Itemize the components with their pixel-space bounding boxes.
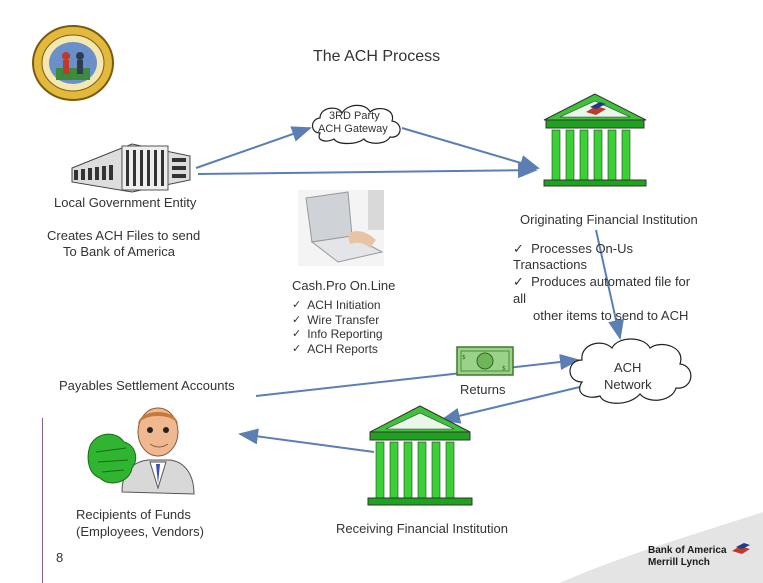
check-icon: ✓	[292, 313, 302, 326]
arrow-gov-to-gateway	[195, 126, 312, 169]
brand-line1: Bank of America	[648, 545, 727, 556]
originating-bullet2-line3: other items to send to ACH	[533, 308, 689, 323]
cashpro-label: Cash.Pro On.Line	[292, 278, 396, 293]
gateway-label-line2: ACH Gateway	[318, 123, 388, 135]
originating-bullet2-line1: ✓ Produces automated file for	[513, 274, 691, 289]
bank-of-america-logo: Bank of America Merrill Lynch	[648, 545, 727, 569]
returns-label: Returns	[460, 382, 506, 397]
ach-network-line1: ACH	[614, 360, 642, 375]
gateway-label-line1: 3RD Party	[329, 110, 380, 122]
originating-bullet2-line2: all	[513, 291, 527, 306]
laptop-icon	[298, 190, 384, 266]
originating-bullet1-line2: Transactions	[513, 257, 587, 272]
originating-bullet1-line1: ✓ Processes On-Us	[513, 241, 634, 256]
recipients-line1: Recipients of Funds	[76, 507, 191, 522]
svg-text:$: $	[502, 365, 506, 372]
local-gov-desc-line2: To Bank of America	[63, 244, 175, 259]
page-title: The ACH Process	[313, 48, 441, 65]
cashpro-feature-item: ✓ACH Initiation	[292, 298, 381, 312]
arrow-bank-to-ach	[595, 229, 624, 340]
svg-text:$: $	[462, 354, 466, 361]
local-gov-desc-line1: Creates ACH Files to send	[47, 228, 201, 243]
cashpro-feature-item: ✓Wire Transfer	[292, 312, 380, 327]
arrow-ach-to-receiving	[440, 385, 585, 424]
originating-bank-icon	[543, 93, 647, 187]
arrow-gateway-to-bank	[401, 127, 540, 171]
recipients-line2: (Employees, Vendors)	[76, 524, 204, 539]
check-icon: ✓	[513, 274, 524, 289]
arrow-receiving-to-payables	[238, 428, 375, 453]
ach-network-line2: Network	[604, 377, 652, 392]
brand-line2: Merrill Lynch	[648, 557, 710, 568]
left-rule	[42, 418, 43, 583]
check-icon: ✓	[513, 241, 524, 256]
government-building-icon	[71, 143, 191, 193]
gateway-cloud	[311, 104, 401, 145]
money-bill-icon: $ $	[456, 346, 514, 376]
ach-network-cloud	[569, 338, 692, 404]
recipient-cartoon-icon	[87, 407, 195, 495]
check-icon: ✓	[292, 328, 302, 340]
bottom-swoosh	[560, 512, 763, 583]
page-number: 8	[56, 550, 64, 565]
cashpro-features: ✓ACH Initiation ✓Wire Transfer ✓Info Rep…	[292, 298, 383, 356]
cashpro-feature-item: ✓Info Reporting	[292, 327, 383, 341]
payables-label: Payables Settlement Accounts	[59, 378, 235, 393]
flag-icon	[732, 543, 750, 554]
check-icon: ✓	[292, 342, 302, 355]
cashpro-feature-item: ✓ACH Reports	[292, 341, 378, 356]
arrow-gov-to-bank	[197, 162, 538, 179]
state-seal-logo	[32, 25, 114, 101]
receiving-bank-icon	[367, 405, 473, 506]
receiving-label: Receiving Financial Institution	[336, 521, 508, 536]
check-icon: ✓	[292, 299, 302, 311]
arrow-payables-to-ach	[255, 354, 580, 397]
local-gov-label: Local Government Entity	[54, 195, 197, 210]
originating-label: Originating Financial Institution	[520, 212, 698, 227]
